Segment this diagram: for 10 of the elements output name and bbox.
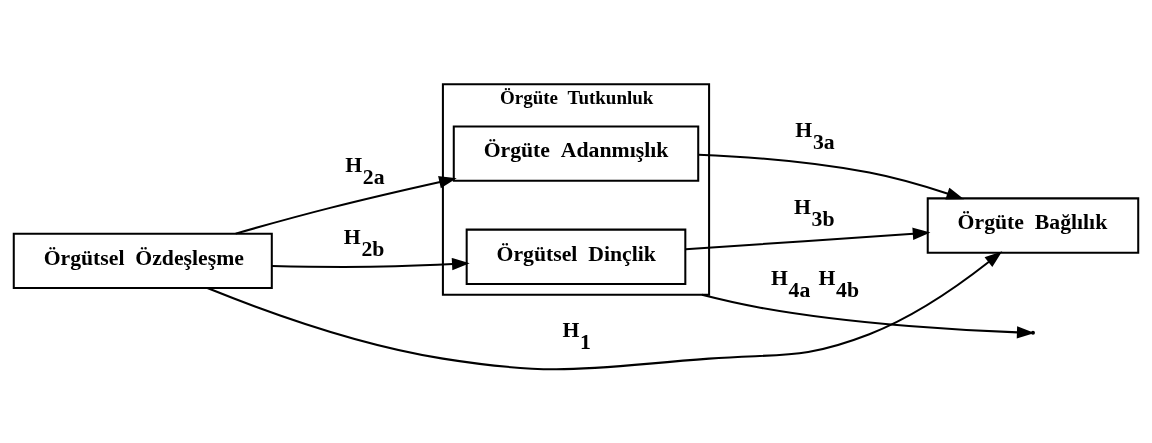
- arrow: [685, 227, 931, 251]
- arrow: [701, 293, 1035, 339]
- node-box: Örgüte Bağlılık: [926, 197, 1140, 254]
- node-box: Örgüte Adanmışlık: [452, 125, 700, 182]
- arrow: [271, 257, 470, 271]
- node-box: Örgütsel Özdeşleşme: [12, 232, 273, 289]
- arrow: [235, 176, 457, 235]
- arrow: [207, 251, 1003, 371]
- arrow: [698, 153, 965, 200]
- node-box: Örgütsel Dinçlik: [465, 228, 687, 285]
